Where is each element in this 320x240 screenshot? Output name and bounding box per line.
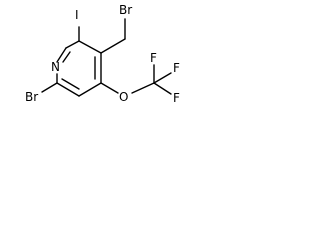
bond-c6-br [41,82,58,93]
bond-o-cf3 [131,82,155,94]
chemical-structure-diagram: I Br N Br O F F F [25,3,180,105]
bond-c2-c3 [78,40,102,54]
bond-c3-ch2 [100,38,126,54]
bond-c4-o [100,82,119,94]
bond-c4-c5 [78,82,102,97]
bromomethyl-bromine-label: Br [119,3,132,17]
fluorine-label-3: F [173,91,180,105]
bond-n-c2 [56,47,67,63]
atom-label-layer: I Br N Br O F F F [25,3,180,105]
bromine-label: Br [25,90,38,104]
bond-c2-c3-link [65,40,80,49]
bond-c5-c6 [56,82,80,97]
bond-n-c2-inner [62,51,71,63]
iodine-label: I [75,8,79,22]
ring-nitrogen-label: N [51,60,60,74]
bond-layer [41,18,172,97]
ether-oxygen-label: O [119,90,128,104]
bond-c-f3 [153,82,172,95]
fluorine-label-1: F [150,51,157,65]
fluorine-label-2: F [173,61,180,75]
bond-c5-c6-inner [61,78,80,90]
bond-c-f2 [153,72,172,84]
